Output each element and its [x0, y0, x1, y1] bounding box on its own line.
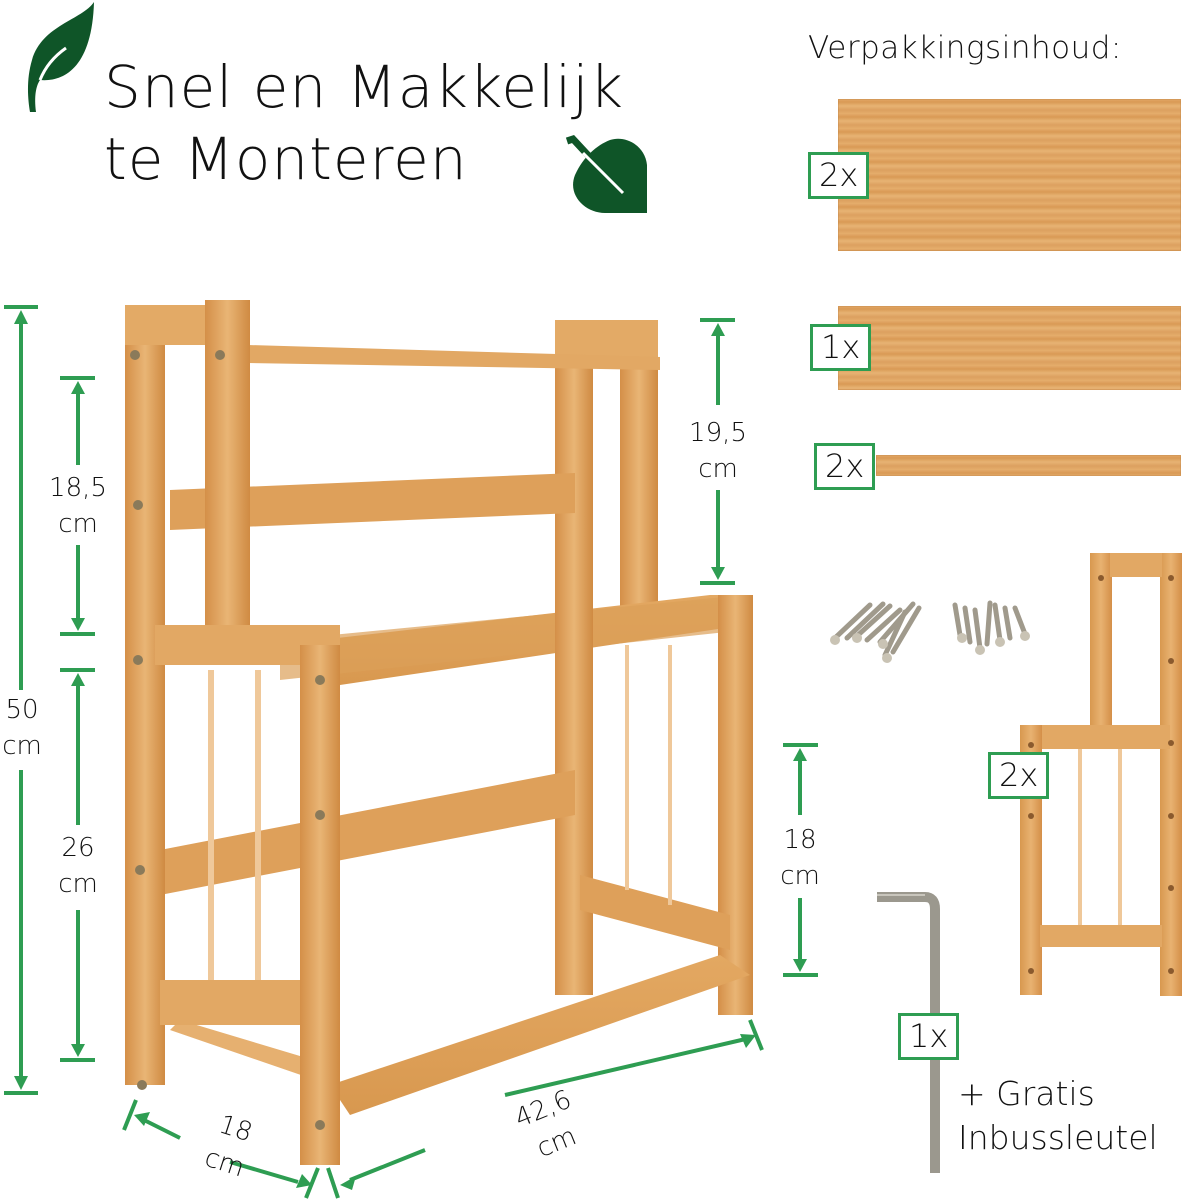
page-title-line-2: te Monteren — [104, 125, 468, 193]
quantity-badge: 1x — [898, 1013, 960, 1060]
spice-rack-illustration — [125, 300, 753, 1165]
large-shelf-board — [838, 99, 1181, 251]
quantity-badge: 1x — [810, 324, 872, 371]
bonus-text: + Gratis Inbussleutel — [958, 1072, 1158, 1160]
page-title-line-1: Snel en Makkelijk — [104, 53, 624, 121]
quantity-badge: 2x — [808, 152, 870, 199]
quantity-badge: 2x — [814, 443, 876, 490]
quantity-badge: 2x — [988, 752, 1050, 799]
leaf-icon — [565, 134, 647, 213]
hex-key-icon — [877, 892, 940, 1173]
screws-icon — [830, 600, 1030, 663]
bonus-line-2: Inbussleutel — [958, 1118, 1158, 1157]
leaf-icon — [28, 2, 94, 112]
narrow-shelf-board — [838, 306, 1181, 390]
bonus-line-1: + Gratis — [958, 1074, 1095, 1113]
contents-title: Verpakkingsinhoud: — [808, 30, 1122, 66]
slat — [876, 455, 1181, 476]
